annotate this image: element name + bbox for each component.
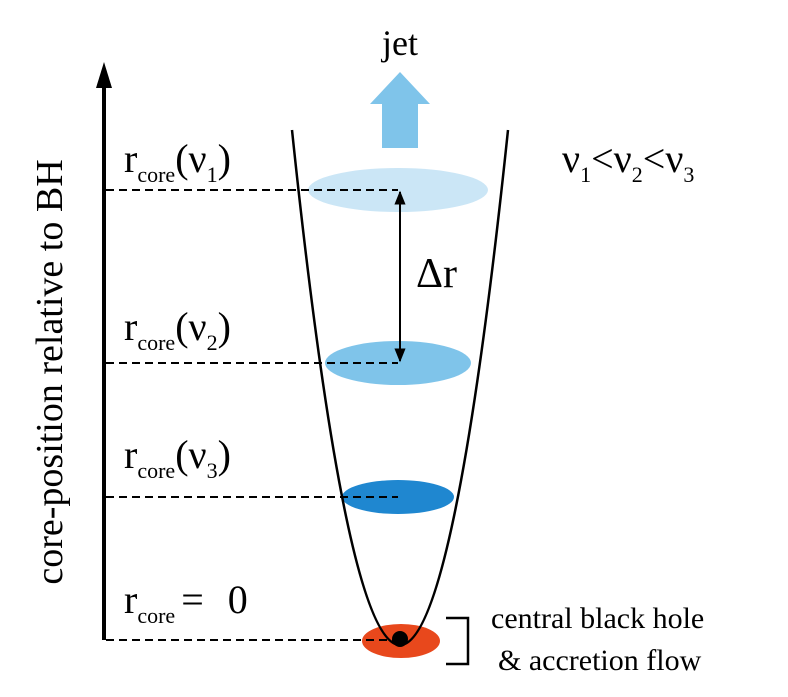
black-hole-bracket	[446, 616, 470, 666]
core-label-origin: rcore=0	[124, 577, 248, 628]
frequency-relation: ν1<ν2<ν3	[562, 136, 694, 187]
core-label-nu2: rcore(ν2)	[124, 304, 231, 355]
axis-label: core-position relative to BH	[29, 159, 71, 584]
jet-arrow	[370, 72, 430, 148]
delta-r-label: Δr	[416, 251, 457, 297]
core-label-nu3: rcore(ν3)	[124, 432, 231, 483]
black-hole	[392, 631, 408, 647]
black-hole-label-line1: central black hole	[491, 602, 704, 635]
black-hole-label-line2: & accretion flow	[498, 644, 702, 677]
jet-label: jet	[380, 23, 418, 63]
core-label-nu1: rcore(ν1)	[124, 136, 231, 187]
axis-arrowhead	[96, 62, 112, 88]
